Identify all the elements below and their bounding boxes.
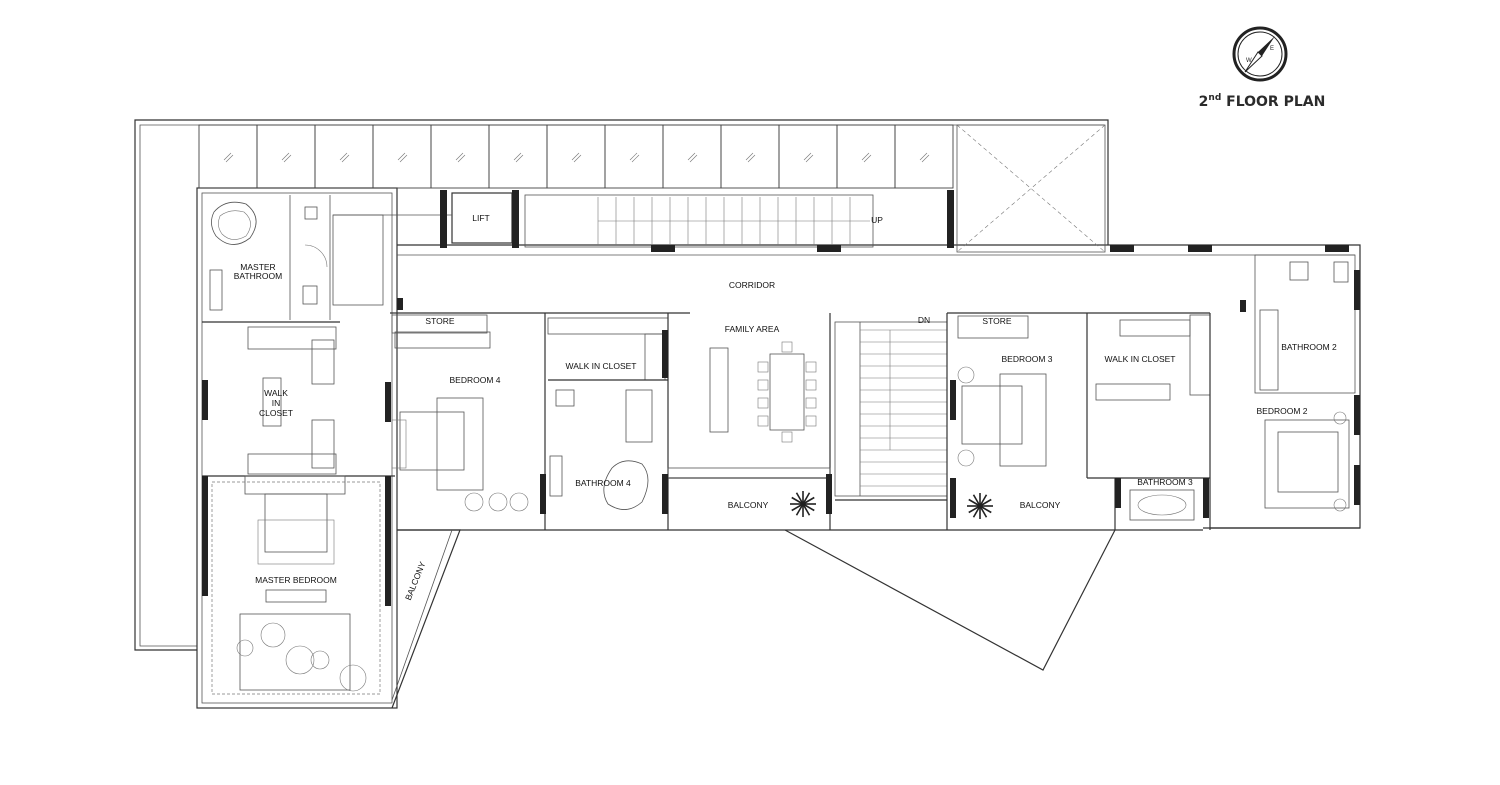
label-closet-1: WALK [264,388,288,398]
family-area [667,313,831,530]
core-area [332,192,874,306]
bedroom-2-area [1210,254,1360,529]
plant-icon [790,491,816,517]
label-bathroom-3: BATHROOM 3 [1137,477,1193,487]
label-walk-in-closet-3: WALK IN CLOSET [1104,354,1175,364]
glass-panel [778,124,838,189]
compass-letter-w: W [1246,58,1252,64]
glass-panel [314,124,374,189]
wall-columns [202,190,1360,606]
label-closet-3: CLOSET [259,408,293,418]
label-dn: DN [918,315,930,325]
label-store-1: STORE [425,316,454,326]
page-title: 2nd FLOOR PLAN [1199,93,1326,110]
skylight-void [956,124,1106,253]
chair [781,431,793,443]
master-closet-area [202,326,395,477]
label-closet-2: IN [272,398,281,408]
glass-panel-row [198,124,954,189]
label-corridor: CORRIDOR [729,280,775,290]
bedroom-3-area [946,312,1211,530]
label-store-2: STORE [982,316,1011,326]
glass-panel [836,124,896,189]
label-walk-in-closet-2: WALK IN CLOSET [565,361,636,371]
glass-panel [662,124,722,189]
chair [781,341,793,353]
glass-panel [894,124,954,189]
glass-panel [198,124,258,189]
chair [757,379,769,391]
label-family-area: FAMILY AREA [725,324,780,334]
label-up: UP [871,215,883,225]
label-bedroom-4: BEDROOM 4 [449,375,500,385]
label-master-bathroom-2: BATHROOM [234,271,282,281]
glass-panel [604,124,664,189]
front-balcony-outline [784,529,1116,671]
chair [757,397,769,409]
compass-icon: W E [1232,26,1288,82]
chair [805,379,817,391]
building-outline [134,119,1361,709]
label-balcony-mid: BALCONY [728,500,769,510]
label-master-bathroom-1: MASTER [240,262,275,272]
glass-panel [430,124,490,189]
stair-down [834,321,948,501]
glass-panel [256,124,316,189]
room-labels: MASTER BATHROOM WALK IN CLOSET MASTER BE… [234,213,1337,602]
plant-icon [967,493,993,519]
bathroom-4-area [547,313,669,530]
compass-letter-e: E [1270,46,1274,52]
west-balcony-outline [391,529,461,709]
chair [757,415,769,427]
chair [805,361,817,373]
chair [805,397,817,409]
label-master-bedroom: MASTER BEDROOM [255,575,337,585]
label-bedroom-2: BEDROOM 2 [1256,406,1307,416]
glass-panel [720,124,780,189]
glass-panel [372,124,432,189]
chair [757,361,769,373]
label-balcony-west: BALCONY [403,560,428,602]
glass-panel [546,124,606,189]
label-bathroom-2: BATHROOM 2 [1281,342,1337,352]
label-lift: LIFT [472,213,489,223]
label-bathroom-4: BATHROOM 4 [575,478,631,488]
label-bedroom-3: BEDROOM 3 [1001,354,1052,364]
master-bathroom-area [202,195,340,323]
label-balcony-east: BALCONY [1020,500,1061,510]
chair [805,415,817,427]
master-bedroom-furniture [211,475,381,695]
glass-panel [488,124,548,189]
